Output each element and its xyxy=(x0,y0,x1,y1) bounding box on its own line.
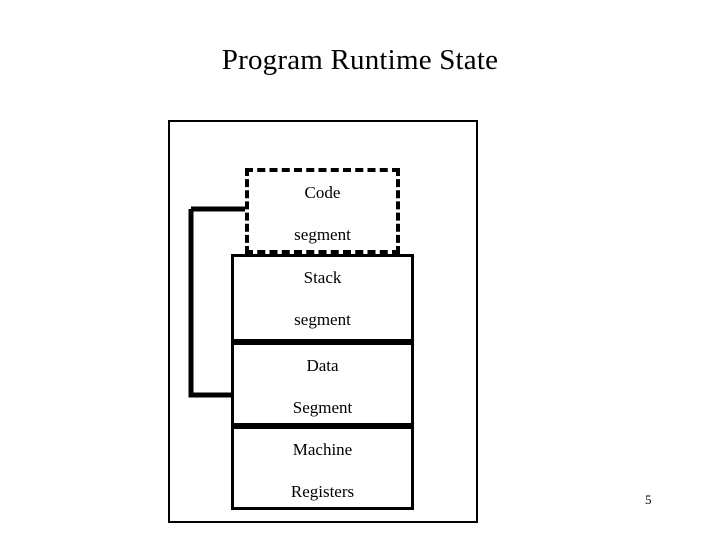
box-data-segment: Data Segment xyxy=(231,342,414,426)
box-machine-registers-line2: Registers xyxy=(290,482,355,501)
box-stack-segment: Stack segment xyxy=(231,254,414,342)
box-code-segment: Code segment xyxy=(245,168,400,254)
box-data-segment-line2: Segment xyxy=(292,398,353,417)
box-data-segment-line1: Data xyxy=(306,356,339,375)
box-code-segment-line2: segment xyxy=(294,225,351,244)
box-machine-registers: Machine Registers xyxy=(231,426,414,510)
box-code-segment-line1: Code xyxy=(304,183,341,202)
box-stack-segment-line1: Stack xyxy=(303,268,342,287)
page-title: Program Runtime State xyxy=(221,44,499,76)
box-stack-segment-line2: segment xyxy=(294,310,351,329)
box-machine-registers-line1: Machine xyxy=(292,440,353,459)
page-number: 5 xyxy=(645,492,652,507)
